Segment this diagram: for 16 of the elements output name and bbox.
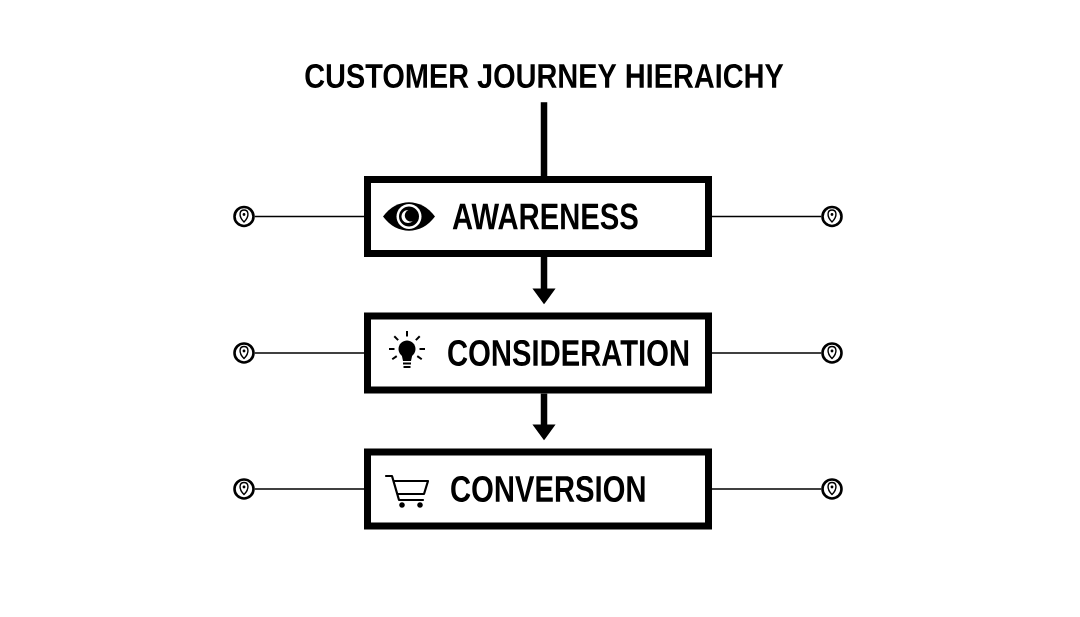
stage-box: CONVERSION: [364, 448, 712, 530]
location-marker: [233, 342, 255, 364]
connector-line: [254, 488, 365, 490]
location-marker: [821, 478, 843, 500]
location-marker: [821, 205, 843, 228]
stage-box: AWARENESS: [364, 176, 712, 257]
heading: CUSTOMER JOURNEY HIERAICHY: [305, 63, 784, 88]
connector-line: [254, 352, 365, 354]
connector-line: [711, 488, 822, 490]
location-marker: [233, 478, 255, 500]
connector-line: [711, 215, 822, 218]
location-marker: [821, 342, 843, 364]
location-marker: [233, 205, 255, 228]
connector-line: [254, 215, 365, 218]
stage-box: CONSIDERATION: [364, 312, 712, 394]
connector-line: [711, 352, 822, 354]
